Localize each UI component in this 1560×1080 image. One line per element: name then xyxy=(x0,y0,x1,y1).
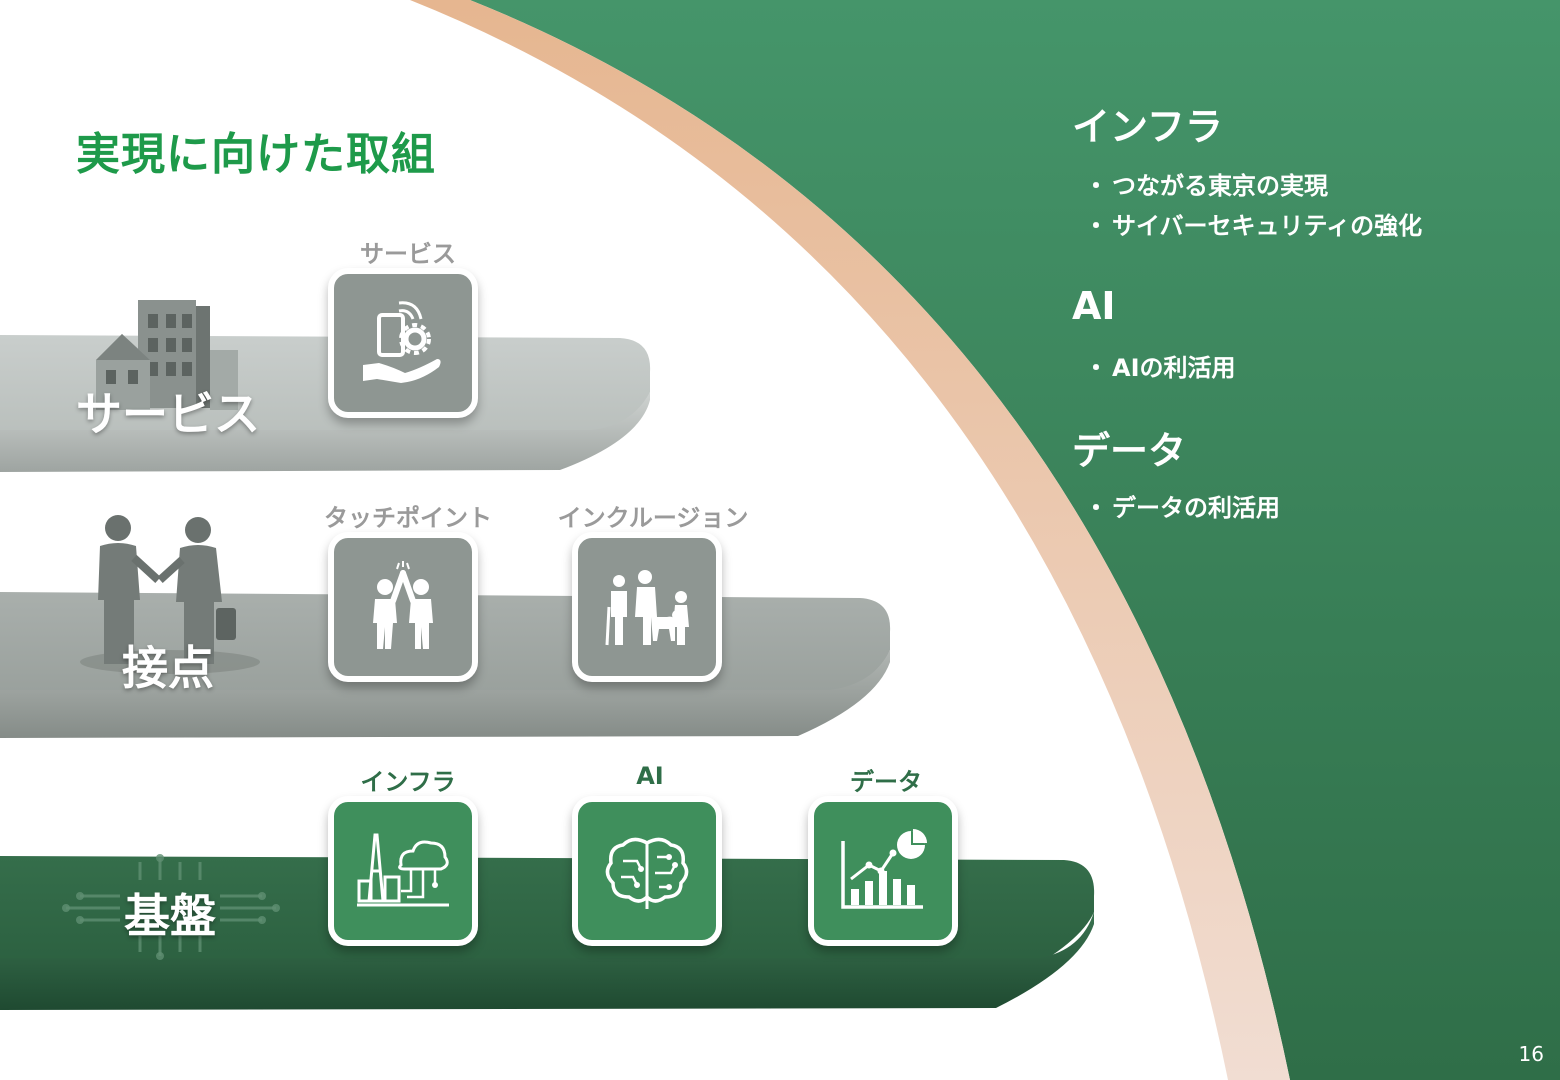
tile-label-inclusion: インクルージョン xyxy=(530,498,776,533)
tower-cloud-icon xyxy=(353,821,453,921)
tile-label-data: データ xyxy=(812,762,960,797)
hand-phone-gear-icon xyxy=(353,293,453,393)
bar-chart-pie-icon xyxy=(833,821,933,921)
bullet-item: ・AIの利活用 xyxy=(1084,348,1236,383)
tile-service xyxy=(328,268,478,418)
section-title-ai: AI xyxy=(1072,284,1116,328)
bullet-item: ・つながる東京の実現 xyxy=(1084,166,1328,201)
inclusion-people-icon xyxy=(597,557,697,657)
bullet-item: ・サイバーセキュリティの強化 xyxy=(1084,206,1422,241)
layer-label-base: 基盤 xyxy=(124,880,216,946)
tile-label-ai: AI xyxy=(576,762,724,790)
high-five-icon xyxy=(353,557,453,657)
bullet-item: ・データの利活用 xyxy=(1084,488,1280,523)
tile-label-touchpoint: タッチポイント xyxy=(290,498,526,533)
page-title: 実現に向けた取組 xyxy=(76,118,436,182)
tile-touchpoint xyxy=(328,532,478,682)
layer-label-touchpoint: 接点 xyxy=(122,632,214,698)
tile-label-service: サービス xyxy=(334,234,482,269)
tile-infra xyxy=(328,796,478,946)
layer-label-service: サービス xyxy=(76,378,260,444)
tile-ai xyxy=(572,796,722,946)
tile-data xyxy=(808,796,958,946)
tile-inclusion xyxy=(572,532,722,682)
page-number: 16 xyxy=(1519,1042,1544,1066)
section-title-data: データ xyxy=(1072,420,1186,475)
tile-label-infra: インフラ xyxy=(334,762,482,797)
brain-circuit-icon xyxy=(597,821,697,921)
section-title-infra: インフラ xyxy=(1072,96,1223,151)
